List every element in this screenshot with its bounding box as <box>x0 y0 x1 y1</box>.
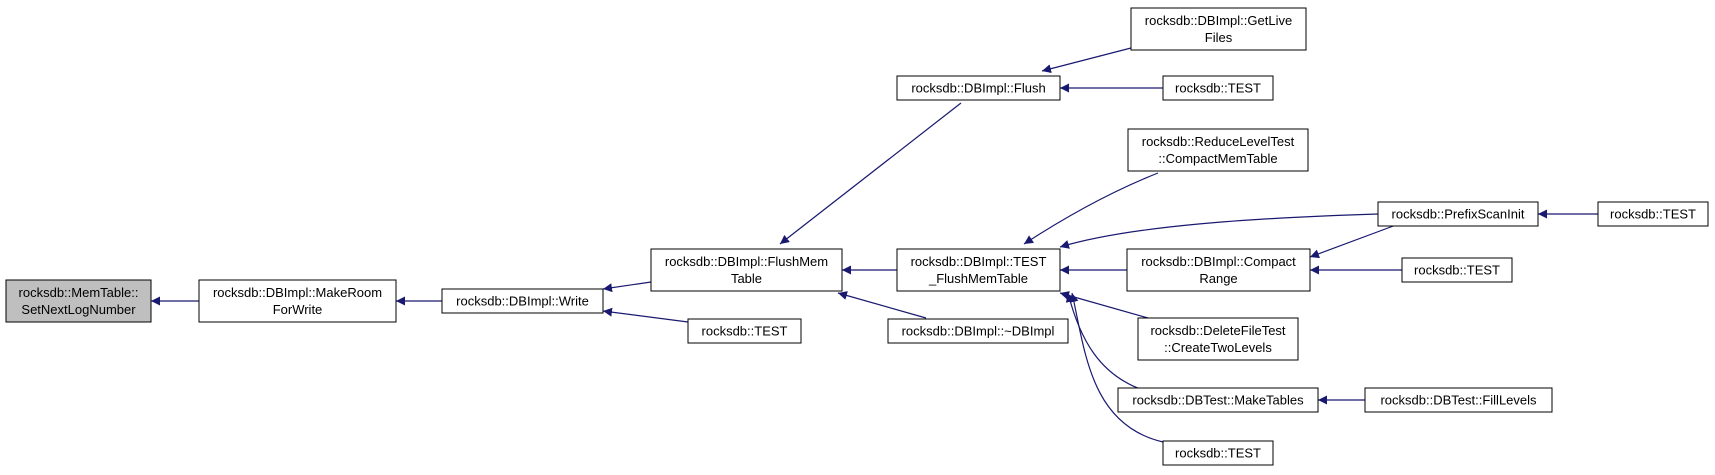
edges <box>151 47 1598 443</box>
node-getlivefiles[interactable]: rocksdb::DBImpl::GetLive Files <box>1130 7 1307 51</box>
edge-reducelevel-to-testflushmemtable <box>1023 172 1159 245</box>
node-reducelevel[interactable]: rocksdb::ReduceLevelTest ::CompactMemTab… <box>1127 128 1309 172</box>
node-label: rocksdb::TEST <box>1414 263 1500 278</box>
edge-flush-to-flushmemtable <box>779 102 962 245</box>
node-test-prefix[interactable]: rocksdb::TEST <box>1597 201 1709 227</box>
node-label: rocksdb::MemTable:: <box>19 285 139 300</box>
node-label: Files <box>1205 30 1233 45</box>
node-label: rocksdb::DeleteFileTest <box>1150 323 1285 338</box>
edge-flushmemtable-to-write <box>602 281 652 293</box>
edge-maketables-to-testflushmemtable <box>1065 292 1144 391</box>
node-label: Table <box>731 271 762 286</box>
node-test-flushmem[interactable]: rocksdb::TEST <box>1162 440 1274 466</box>
node-maketables[interactable]: rocksdb::DBTest::MakeTables <box>1117 387 1319 413</box>
node-label: rocksdb::DBImpl::MakeRoom <box>213 285 382 300</box>
node-label: ::CreateTwoLevels <box>1164 340 1272 355</box>
node-label: rocksdb::DBTest::FillLevels <box>1380 393 1537 408</box>
node-dtor[interactable]: rocksdb::DBImpl::~DBImpl <box>887 318 1069 344</box>
node-label: rocksdb::DBImpl::FlushMem <box>665 254 828 269</box>
edge-test-to-write <box>602 307 689 323</box>
node-filllevels[interactable]: rocksdb::DBTest::FillLevels <box>1364 387 1553 413</box>
node-label: SetNextLogNumber <box>21 302 136 317</box>
edge-dtor-to-flushmemtable <box>837 291 927 319</box>
node-test-flushmemtable[interactable]: rocksdb::DBImpl::TEST _FlushMemTable <box>896 248 1061 292</box>
node-label: rocksdb::TEST <box>702 324 788 339</box>
node-label: rocksdb::DBImpl::Compact <box>1141 254 1296 269</box>
node-makeroomforwrite[interactable]: rocksdb::DBImpl::MakeRoom ForWrite <box>198 279 397 323</box>
node-write[interactable]: rocksdb::DBImpl::Write <box>441 288 604 314</box>
node-label: rocksdb::TEST <box>1175 81 1261 96</box>
node-label: Range <box>1199 271 1237 286</box>
edge-compactrange-to-prefixscaninit <box>1309 224 1397 259</box>
node-label: rocksdb::DBImpl::GetLive <box>1145 13 1292 28</box>
node-createtwolevels[interactable]: rocksdb::DeleteFileTest ::CreateTwoLevel… <box>1137 317 1299 361</box>
node-label: rocksdb::ReduceLevelTest <box>1142 134 1295 149</box>
node-prefixscaninit[interactable]: rocksdb::PrefixScanInit <box>1377 201 1539 227</box>
node-flush[interactable]: rocksdb::DBImpl::Flush <box>896 75 1061 101</box>
node-test-compact[interactable]: rocksdb::TEST <box>1401 257 1513 283</box>
node-test-write[interactable]: rocksdb::TEST <box>687 318 802 344</box>
edge-prefixscaninit-to-testflushmemtable <box>1059 213 1379 249</box>
node-label: rocksdb::TEST <box>1610 207 1696 222</box>
node-label: rocksdb::DBImpl::~DBImpl <box>902 324 1055 339</box>
node-test-flush[interactable]: rocksdb::TEST <box>1162 75 1274 101</box>
node-label: rocksdb::DBImpl::Write <box>456 294 589 309</box>
node-label: rocksdb::PrefixScanInit <box>1392 207 1525 222</box>
node-compactrange[interactable]: rocksdb::DBImpl::Compact Range <box>1126 248 1311 292</box>
node-label: rocksdb::DBTest::MakeTables <box>1132 393 1304 408</box>
node-label: rocksdb::DBImpl::Flush <box>911 81 1045 96</box>
node-label: ::CompactMemTable <box>1158 151 1277 166</box>
node-label: ForWrite <box>273 302 323 317</box>
edge-getlivefiles-to-flush <box>1041 47 1132 74</box>
node-flushmemtable[interactable]: rocksdb::DBImpl::FlushMem Table <box>650 248 843 292</box>
edge-test-to-testflushmemtable <box>1069 292 1164 443</box>
node-label: rocksdb::DBImpl::TEST <box>911 254 1047 269</box>
node-setnextlognumber[interactable]: rocksdb::MemTable:: SetNextLogNumber <box>5 279 152 323</box>
node-label: _FlushMemTable <box>928 271 1028 286</box>
node-label: rocksdb::TEST <box>1175 446 1261 461</box>
